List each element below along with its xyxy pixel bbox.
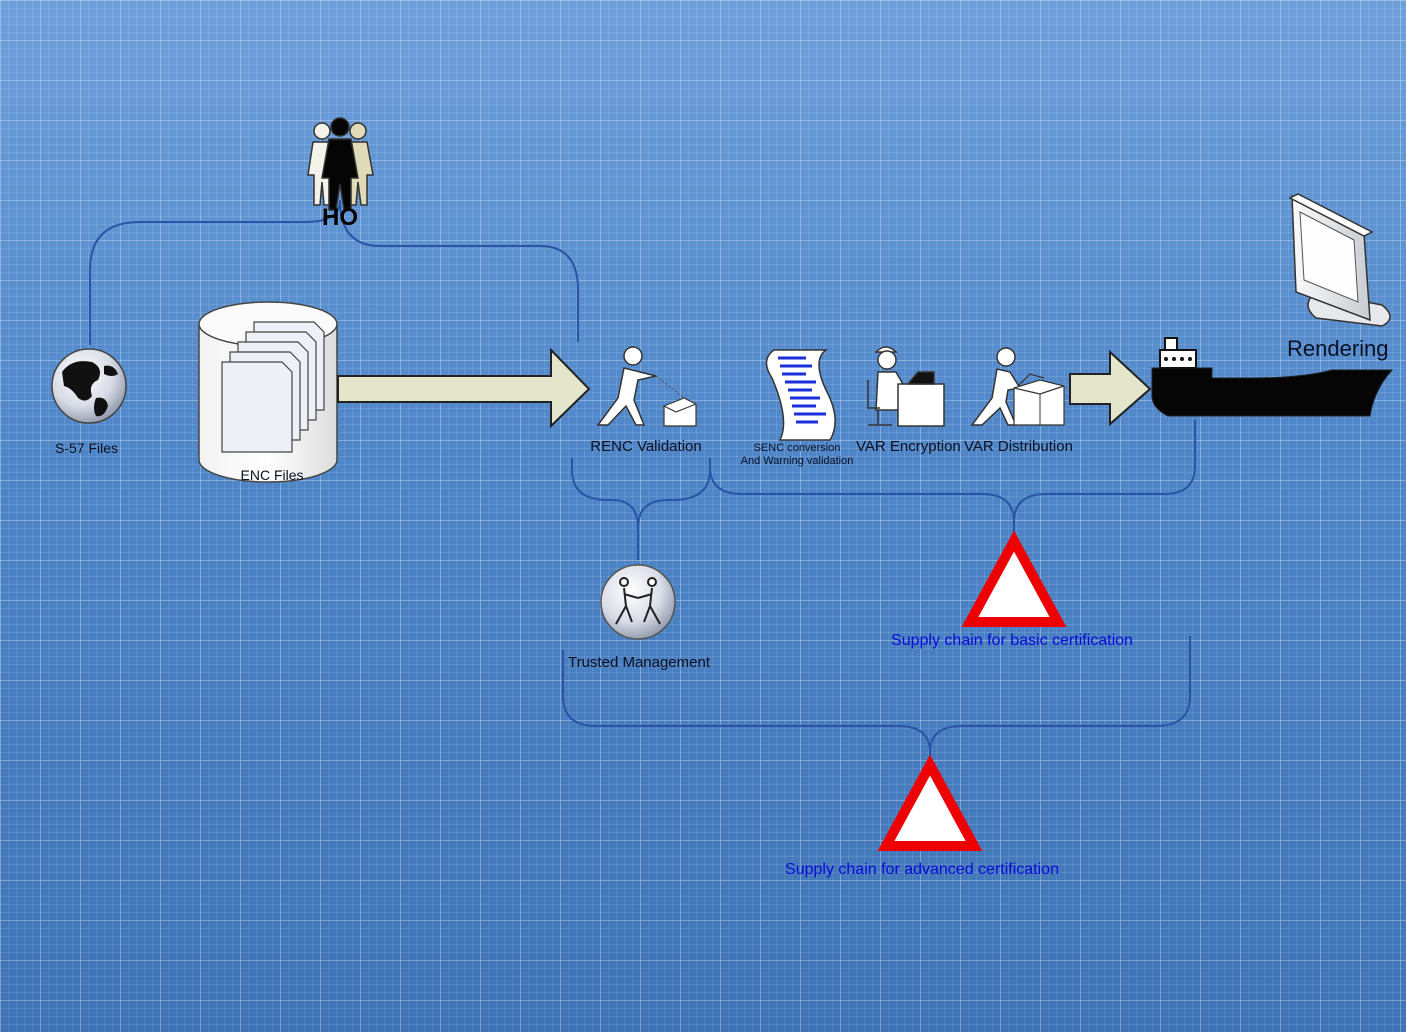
person-box-icon <box>596 346 697 427</box>
var-distribution-label: VAR Distribution <box>964 438 1073 455</box>
monitor-icon <box>1288 193 1391 327</box>
person-box-icon <box>970 347 1065 426</box>
people-icon <box>307 117 374 211</box>
var-encryption-label: VAR Encryption <box>856 438 961 455</box>
senc-conversion-line2: And Warning validation <box>740 455 854 467</box>
s57-files-label: S-57 Files <box>55 440 119 456</box>
globe-icon <box>51 348 127 424</box>
flow-arrow <box>1069 349 1152 427</box>
renc-validation-label: RENC Validation <box>590 438 702 455</box>
enc-files-label: ENC Files <box>240 467 304 483</box>
senc-conversion-line1: SENC conversion <box>753 442 841 454</box>
basic-certification-label: Supply chain for basic certification <box>891 632 1133 649</box>
scroll-document-icon <box>765 349 836 441</box>
flow-arrow <box>337 347 591 429</box>
connector-lines <box>89 199 1196 762</box>
rendering-label: Rendering <box>1287 336 1389 361</box>
ship-icon <box>1151 337 1394 417</box>
warning-triangle-icon <box>961 530 1067 627</box>
ho-label: HO <box>322 204 358 231</box>
trusted-management-label: Trusted Management <box>567 654 711 671</box>
advanced-certification-label: Supply chain for advanced certification <box>785 861 1059 878</box>
senc-conversion-label: SENC conversion And Warning validation <box>741 442 854 468</box>
trusted-globe-icon <box>600 564 676 640</box>
warning-triangle-icon <box>877 754 983 851</box>
database-icon <box>198 301 338 483</box>
operator-computer-icon <box>867 346 945 427</box>
